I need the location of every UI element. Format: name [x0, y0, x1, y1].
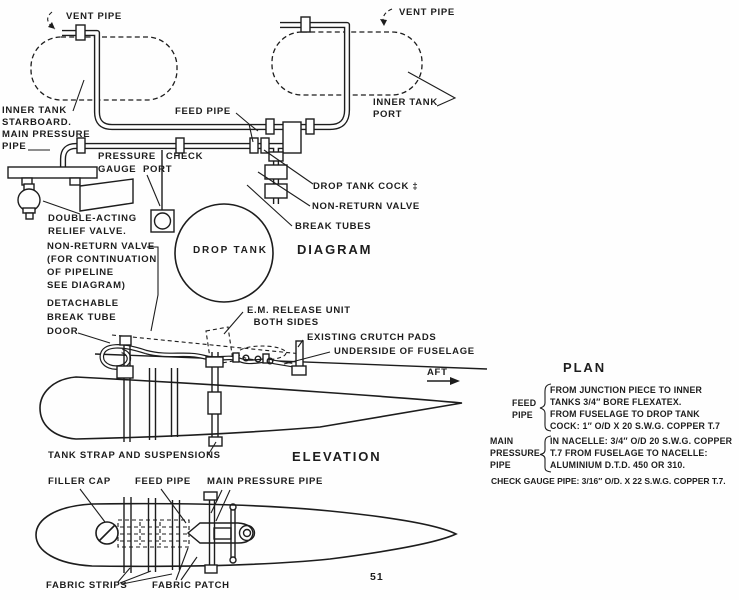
label-filler-cap: FILLER CAP	[48, 476, 111, 487]
plan-tank-outline	[35, 502, 458, 568]
heading-diagram: DIAGRAM	[297, 242, 373, 257]
label-detachable-break-tube-door: DETACHABLE BREAK TUBE DOOR	[47, 298, 119, 337]
label-drop-tank-cock: DROP TANK COCK ‡	[313, 181, 419, 192]
label-tank-strap-and-suspensions: TANK STRAP AND SUSPENSIONS	[48, 450, 221, 461]
check-gauge-pipe	[150, 150, 175, 233]
non-return-valve-fitting	[264, 183, 288, 199]
drop-tank-cock-fitting	[264, 164, 288, 180]
note-check-gauge-pipe: CHECK GAUGE PIPE: 3/16″ O/D. X 22 S.W.G.…	[491, 476, 726, 486]
label-feed-pipe: FEED PIPE	[175, 106, 231, 117]
relief-valve-assembly	[7, 166, 134, 220]
label-non-return-valve-continuation: NON-RETURN VALVE (FOR CONTINUATION OF PI…	[47, 241, 157, 291]
label-vent-pipe-starboard: VENT PIPE	[66, 11, 122, 22]
label-main-pressure-pipe-plan: MAIN PRESSURE PIPE	[207, 476, 324, 487]
schematic-leaders	[28, 71, 457, 344]
strap-buckle	[116, 365, 134, 379]
label-fabric-strips: FABRIC STRIPS	[46, 580, 128, 591]
note-feed-pipe-label: FEED PIPE	[512, 398, 537, 420]
heading-plan: PLAN	[563, 360, 606, 375]
elevation-view	[39, 311, 488, 456]
label-non-return-valve: NON-RETURN VALVE	[312, 201, 420, 212]
pipe-fittings	[75, 16, 315, 199]
label-fabric-patch: FABRIC PATCH	[152, 580, 230, 591]
note-main-pressure-pipe-text: IN NACELLE: 3/4″ O/D 20 S.W.G. COPPER T.…	[550, 436, 733, 470]
vent-pipe-curls	[47, 8, 393, 30]
aft-arrow	[427, 377, 460, 385]
label-existing-crutch-pads: EXISTING CRUTCH PADS	[307, 332, 437, 343]
gauge-bracket	[79, 178, 134, 212]
label-em-release-unit: E.M. RELEASE UNIT BOTH SIDES	[247, 305, 351, 328]
label-double-acting-relief-valve: DOUBLE-ACTING RELIEF VALVE.	[48, 213, 137, 237]
label-inner-tank-starboard: INNER TANK STARBOARD. MAIN PRESSURE PIPE	[2, 105, 91, 152]
note-main-pressure-pipe-label: MAIN PRESSURE PIPE	[490, 436, 540, 470]
elevation-tank-outline	[39, 376, 463, 440]
label-feed-pipe-plan: FEED PIPE	[135, 476, 191, 487]
plan-view	[35, 488, 458, 585]
label-inner-tank-port: INNER TANK PORT	[373, 97, 438, 120]
page-number: 51	[370, 571, 384, 583]
label-aft: AFT	[427, 367, 448, 378]
heading-elevation: ELEVATION	[292, 449, 382, 464]
drop-tank-circle	[174, 203, 274, 303]
label-pressure-check-gauge-port: PRESSURE CHECK GAUGE PORT	[98, 151, 204, 175]
note-braces	[539, 383, 552, 473]
note-feed-pipe-text: FROM JUNCTION PIECE TO INNER TANKS 3/4″ …	[550, 385, 721, 431]
label-underside-of-fuselage: UNDERSIDE OF FUSELAGE	[334, 346, 475, 357]
inner-tank-starboard-outline	[30, 36, 178, 101]
label-break-tubes: BREAK TUBES	[295, 221, 372, 232]
label-drop-tank: DROP TANK	[193, 245, 268, 256]
label-vent-pipe-port: VENT PIPE	[399, 7, 455, 18]
